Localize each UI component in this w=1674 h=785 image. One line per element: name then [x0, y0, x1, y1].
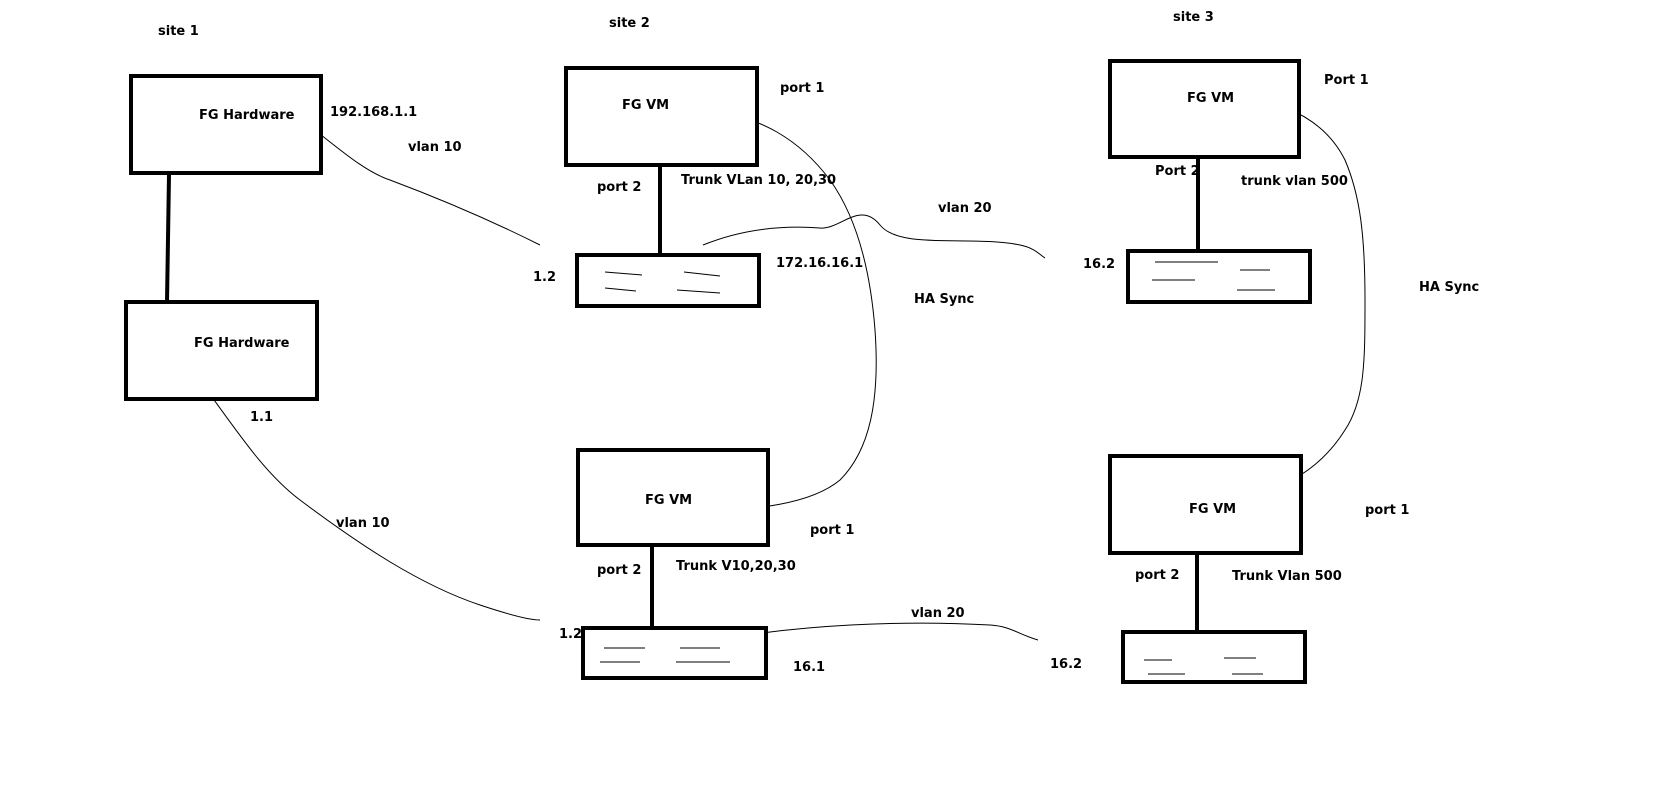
label-ha-sync-right: HA Sync: [1419, 280, 1479, 295]
label-trunk-top: Trunk VLan 10, 20,30: [681, 173, 836, 188]
label-s2-port2-top: port 2: [597, 180, 641, 195]
site3-switch-bottom[interactable]: [1121, 630, 1307, 684]
label-s3-port2-bottom: port 2: [1135, 568, 1179, 583]
label-vlan20-bottom: vlan 20: [911, 606, 965, 621]
label-vlan10-bottom: vlan 10: [336, 516, 390, 531]
link-vlan20-top: [702, 214, 1046, 259]
label-trunk500-top: trunk vlan 500: [1241, 174, 1348, 189]
link-vlan20-bottom: [715, 622, 1039, 641]
site3-switch-top[interactable]: [1126, 249, 1312, 304]
site3-fg-vm-top[interactable]: [1108, 59, 1301, 159]
label-ip-1-1: 1.1: [250, 410, 273, 425]
site2-switch-top[interactable]: [575, 253, 761, 308]
label-ip-16-2-top: 16.2: [1083, 257, 1115, 272]
label-ip-1-2-bottom: 1.2: [559, 627, 582, 642]
site1-fg-hardware-bottom-label: FG Hardware: [194, 336, 290, 351]
label-ip-192: 192.168.1.1: [330, 105, 417, 120]
label-trunk500-bottom: Trunk Vlan 500: [1232, 569, 1342, 584]
label-trunk-bottom: Trunk V10,20,30: [676, 559, 796, 574]
label-ip-1-2-top: 1.2: [533, 270, 556, 285]
site2-fg-vm-bottom-label: FG VM: [645, 493, 692, 508]
site1-fg-hardware-top[interactable]: [129, 74, 323, 175]
site3-fg-vm-bottom[interactable]: [1108, 454, 1303, 555]
site2-heading: site 2: [609, 16, 650, 31]
label-vlan10-top: vlan 10: [408, 140, 462, 155]
site1-fg-hardware-bottom[interactable]: [124, 300, 319, 401]
label-ip-172: 172.16.16.1: [776, 256, 863, 271]
site1-heading: site 1: [158, 24, 199, 39]
site3-heading: site 3: [1173, 10, 1214, 25]
label-ha-sync-mid: HA Sync: [914, 292, 974, 307]
link-s1-top-to-s2-switch-top: [295, 115, 541, 246]
site2-fg-vm-top-label: FG VM: [622, 98, 669, 113]
label-ip-16-1: 16.1: [793, 660, 825, 675]
label-ip-16-2-bottom: 16.2: [1050, 657, 1082, 672]
link-ha-sync-site3: [1204, 95, 1366, 501]
link-s1-bottom-to-s2-switch-bottom: [191, 369, 541, 621]
link-s1-top-to-s1-bottom: [165, 174, 171, 303]
label-s3-port1-top: Port 1: [1324, 73, 1369, 88]
link-ha-sync-site2: [702, 109, 877, 511]
label-s2-port2-bottom: port 2: [597, 563, 641, 578]
label-s3-port1-bottom: port 1: [1365, 503, 1409, 518]
label-s3-port2-top: Port 2: [1155, 164, 1200, 179]
site2-fg-vm-bottom[interactable]: [576, 448, 770, 547]
site3-fg-vm-bottom-label: FG VM: [1189, 502, 1236, 517]
site2-fg-vm-top[interactable]: [564, 66, 759, 167]
label-s2-port1-bottom: port 1: [810, 523, 854, 538]
site2-switch-bottom[interactable]: [581, 626, 768, 680]
label-s2-port1-top: port 1: [780, 81, 824, 96]
label-vlan20-top: vlan 20: [938, 201, 992, 216]
site3-fg-vm-top-label: FG VM: [1187, 91, 1234, 106]
site1-fg-hardware-top-label: FG Hardware: [199, 108, 295, 123]
